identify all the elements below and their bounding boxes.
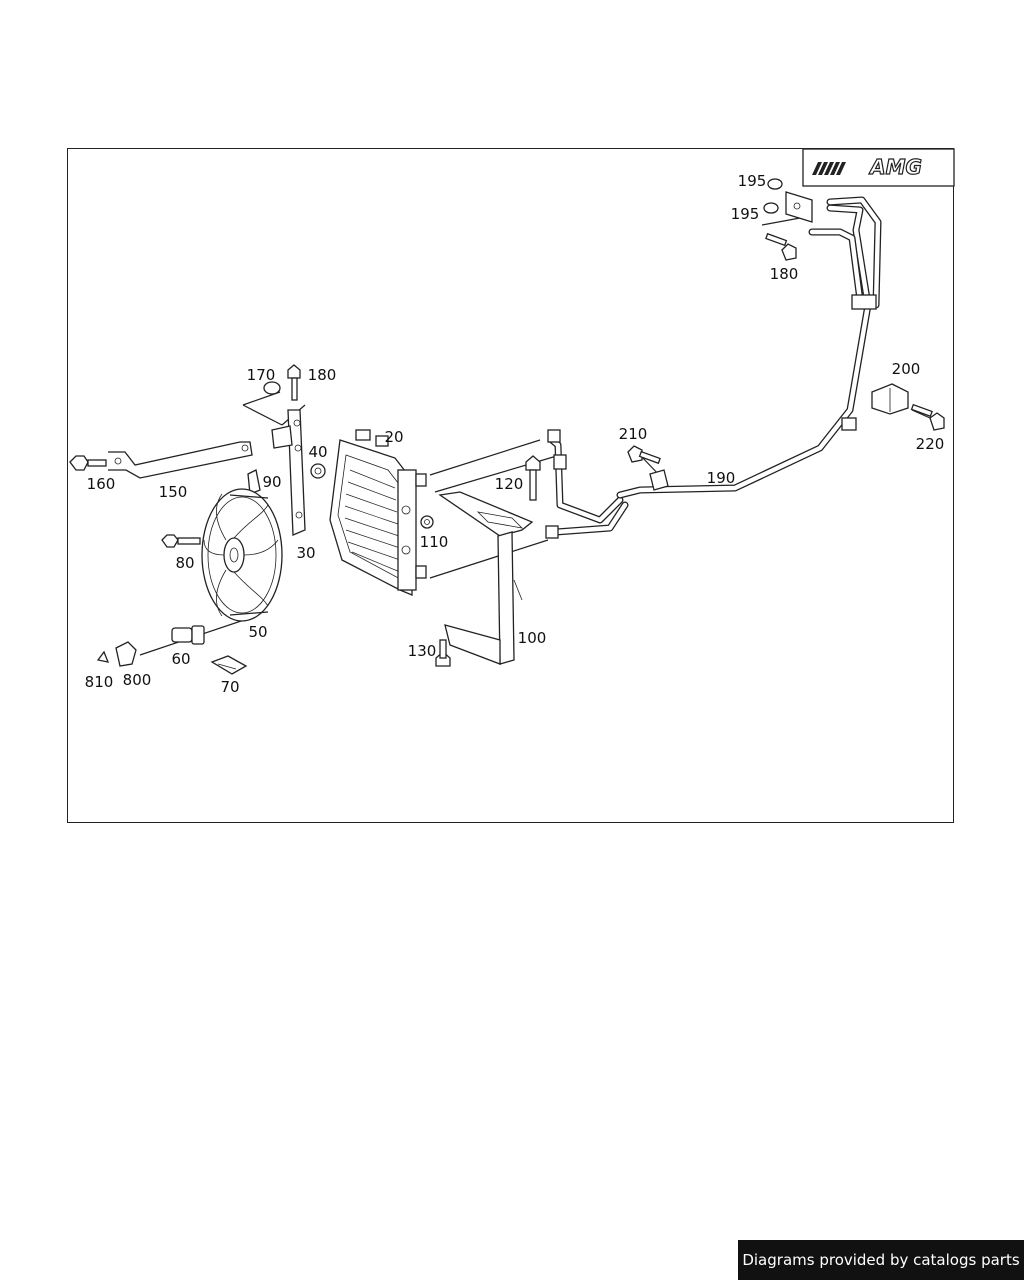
bracket-150 xyxy=(108,441,253,479)
nut-170-icon xyxy=(263,381,281,395)
bracket-200 xyxy=(871,383,909,415)
label-50: 50 xyxy=(248,623,267,641)
bolt-130-icon xyxy=(435,639,451,667)
bracket-30 xyxy=(271,409,306,536)
label-810: 810 xyxy=(85,673,114,691)
label-60: 60 xyxy=(171,650,190,668)
label-210: 210 xyxy=(619,425,648,443)
label-40: 40 xyxy=(308,443,327,461)
pin-810-icon xyxy=(96,650,110,663)
bracket-100 xyxy=(438,491,534,665)
footer-credit: Diagrams provided by catalogs parts xyxy=(738,1240,1024,1280)
label-200: 200 xyxy=(892,360,921,378)
label-180-left: 180 xyxy=(308,366,337,384)
label-800: 800 xyxy=(123,671,152,689)
fan-50 xyxy=(201,488,283,622)
hose-flange xyxy=(785,191,813,223)
label-90: 90 xyxy=(262,473,281,491)
plug-800-icon xyxy=(115,641,137,667)
label-20: 20 xyxy=(384,428,403,446)
grommet-40-icon xyxy=(310,463,326,479)
label-195-bottom: 195 xyxy=(731,205,760,223)
connector-60-icon xyxy=(171,625,205,645)
label-120: 120 xyxy=(495,475,524,493)
label-170: 170 xyxy=(247,366,276,384)
hose-190 xyxy=(616,196,882,499)
label-70: 70 xyxy=(220,678,239,696)
bolt-180-icon xyxy=(287,364,301,401)
bolt-220-icon xyxy=(910,403,945,431)
label-195-top: 195 xyxy=(738,172,767,190)
clip-90-icon xyxy=(247,469,261,495)
seal-195-top-icon xyxy=(767,178,783,190)
label-150: 150 xyxy=(159,483,188,501)
bolt-180-top-icon xyxy=(765,232,797,261)
part-labels: 20 30 40 50 60 70 80 90 100 110 120 130 … xyxy=(85,172,945,696)
label-130: 130 xyxy=(408,642,437,660)
amg-logo-text: AMG xyxy=(868,155,922,179)
diagram-frame xyxy=(67,148,954,823)
bolt-160-icon xyxy=(69,455,107,471)
label-180-right: 180 xyxy=(770,265,799,283)
label-80: 80 xyxy=(175,554,194,572)
label-30: 30 xyxy=(296,544,315,562)
bolt-80-icon xyxy=(161,534,201,548)
label-100: 100 xyxy=(518,629,547,647)
label-110: 110 xyxy=(420,533,449,551)
part-110-icon xyxy=(420,515,434,529)
bolt-210-icon xyxy=(627,445,669,491)
label-190: 190 xyxy=(707,469,736,487)
clip-70-icon xyxy=(210,655,248,675)
seal-195-bottom-icon xyxy=(763,202,779,214)
label-160: 160 xyxy=(87,475,116,493)
radiator-20 xyxy=(329,429,427,596)
bolt-120-icon xyxy=(525,455,541,501)
label-220: 220 xyxy=(916,435,945,453)
amg-logo: AMG xyxy=(802,148,955,187)
hose-short xyxy=(545,429,629,539)
